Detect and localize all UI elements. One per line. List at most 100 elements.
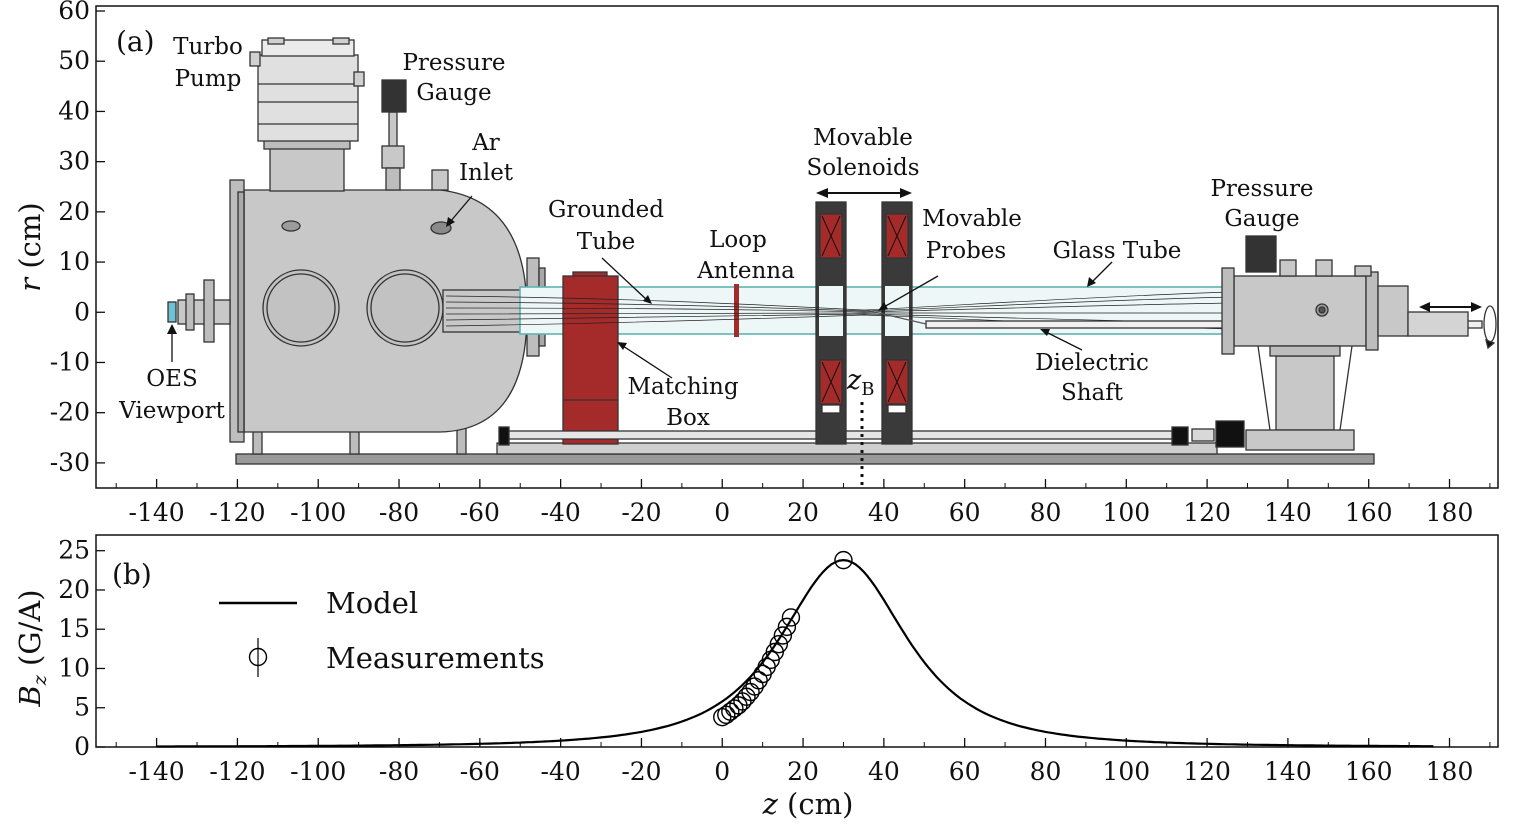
pointer-head: [446, 217, 455, 227]
end-chamber-port: [1377, 285, 1409, 337]
y-tick-label: 20: [58, 197, 90, 226]
measurement-point: [769, 634, 789, 654]
annotation-pointers: [167, 195, 1113, 379]
right-stand-base: [1245, 429, 1355, 451]
right-stand-top: [1269, 345, 1341, 357]
x-tick-label: 180: [1426, 757, 1474, 786]
x-tick-label: 60: [949, 498, 981, 527]
x-tick-label: 100: [1102, 498, 1150, 527]
x-tick-label: -80: [379, 757, 419, 786]
x-tick-label: 60: [949, 757, 981, 786]
x-tick-label: 20: [787, 498, 819, 527]
x-tick-label: -140: [129, 498, 185, 527]
ar-inlet-port: [430, 221, 452, 235]
pointer-grounded-tube: [601, 257, 648, 301]
x-tick-label: -100: [290, 498, 346, 527]
viewport-window-inner: [266, 273, 336, 343]
y-tick-label: 20: [58, 575, 90, 604]
turbo-neck: [269, 144, 345, 192]
coil-cross: [887, 215, 907, 403]
x-tick-label: 160: [1345, 498, 1393, 527]
viewport-window-inner: [370, 273, 440, 343]
x-tick-label: -120: [209, 757, 265, 786]
panel-a-tag: (a): [116, 25, 155, 58]
x-tick-label: 160: [1345, 757, 1393, 786]
loop-antenna: [734, 284, 739, 337]
x-tick-label: -140: [129, 757, 185, 786]
end-chamber-top-port: [1315, 259, 1333, 277]
shaft-travel-arrow: [1419, 302, 1482, 312]
y-tick-label: 0: [74, 732, 90, 761]
turbo-side-port: [353, 71, 365, 87]
y-tick-label: -10: [50, 347, 90, 376]
matching-box: [562, 275, 619, 445]
solenoid-1-foot: [821, 404, 841, 414]
x-tick-label: -120: [209, 498, 265, 527]
x-tick-label: -100: [290, 757, 346, 786]
oes-port-flange: [203, 279, 215, 343]
measurement-point: [773, 626, 793, 645]
chamber-port: [281, 220, 301, 232]
turbo-cap: [267, 37, 285, 45]
measurement-point: [834, 550, 853, 570]
panel-b-x-axis-title: z (cm): [762, 787, 854, 821]
x-tick-label: -20: [621, 757, 661, 786]
pointer-dielectric-shaft: [1045, 331, 1083, 351]
viewport-window: [262, 269, 340, 347]
coil-cross: [821, 215, 841, 403]
panel-b-frame: [95, 534, 1499, 748]
solenoid-2-foot: [887, 404, 907, 414]
legend-model-label: Model: [326, 586, 418, 620]
gauge-left-stem: [388, 111, 398, 149]
y-tick-label: -30: [50, 448, 90, 477]
y-tick-label: 0: [74, 297, 90, 326]
oes-port-flange: [185, 293, 195, 331]
legend: Model Measurements: [219, 586, 545, 677]
x-tick-label: 120: [1183, 498, 1231, 527]
y-tick-label: 60: [58, 0, 90, 25]
stepper-motor: [1215, 420, 1245, 448]
x-tick-label: 140: [1264, 498, 1312, 527]
shaft-rotation-arrow: [1485, 338, 1496, 350]
x-tick-label: -40: [541, 498, 581, 527]
right-stand-leg: [1257, 345, 1271, 431]
y-tick-label: 40: [58, 96, 90, 125]
shaft-rotation-indicator: [1483, 305, 1497, 343]
movable-probe: [865, 309, 927, 325]
arrow-head: [816, 188, 828, 198]
turbo-cap: [332, 37, 350, 45]
apparatus: [167, 37, 1497, 465]
y-tick-label: 25: [58, 536, 90, 565]
end-chamber-port: [1407, 311, 1469, 337]
panel-b-y-axis-title: Bz (G/A): [13, 589, 51, 707]
oes-window: [167, 301, 177, 323]
x-tick-label: 140: [1264, 757, 1312, 786]
x-tick-label: 40: [868, 498, 900, 527]
field-line: [445, 296, 1233, 312]
arrow-head: [900, 188, 912, 198]
measurement-point: [781, 608, 801, 627]
pointer-head: [1040, 329, 1050, 336]
x-tick-label: -80: [379, 498, 419, 527]
field-line: [445, 312, 1232, 315]
pointer-head: [617, 342, 627, 350]
pointer-head: [167, 324, 177, 334]
y-tick-label: 5: [74, 693, 90, 722]
measurement-points: [713, 550, 853, 727]
turbo-top: [261, 39, 355, 57]
field-line: [445, 302, 1233, 313]
panel-b-tag: (b): [112, 558, 152, 591]
pointer-head: [1087, 277, 1096, 287]
x-tick-label: 0: [714, 498, 730, 527]
pointer-ar-inlet: [449, 195, 473, 223]
